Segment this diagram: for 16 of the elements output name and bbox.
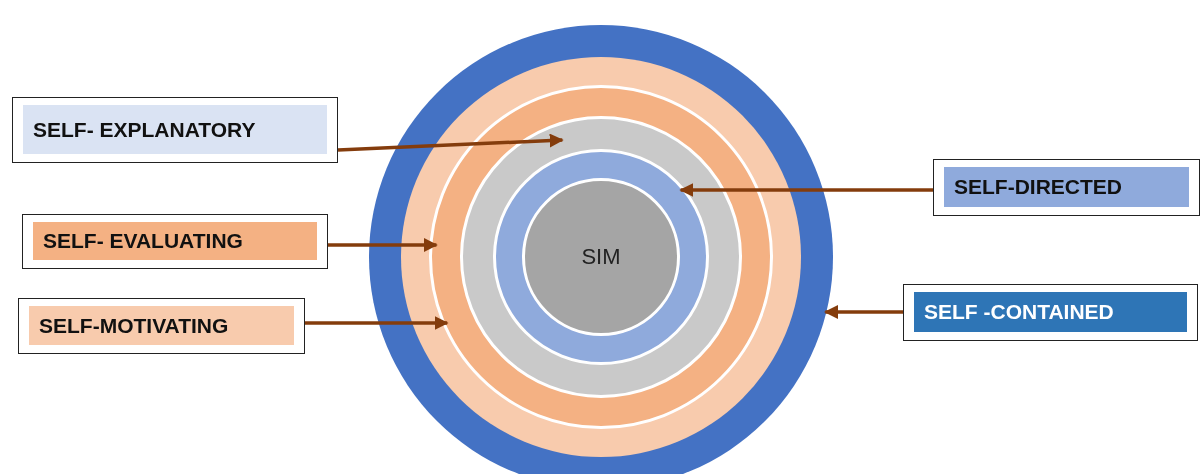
center-circle: SIM [522, 178, 680, 336]
label-text: SELF-DIRECTED [944, 167, 1189, 207]
arrow [305, 316, 449, 330]
arrow [824, 305, 903, 319]
arrow [328, 238, 438, 252]
label-box [18, 298, 305, 354]
label-box [22, 214, 328, 269]
label-box [903, 284, 1198, 341]
label-text: SELF-MOTIVATING [29, 306, 294, 345]
label-text: SELF -CONTAINED [914, 292, 1187, 332]
arrow [337, 133, 564, 152]
arrow [679, 183, 933, 197]
label-text: SELF- EXPLANATORY [23, 105, 327, 154]
label-box [933, 159, 1200, 216]
label-box [12, 97, 338, 163]
label-text: SELF- EVALUATING [33, 222, 317, 260]
